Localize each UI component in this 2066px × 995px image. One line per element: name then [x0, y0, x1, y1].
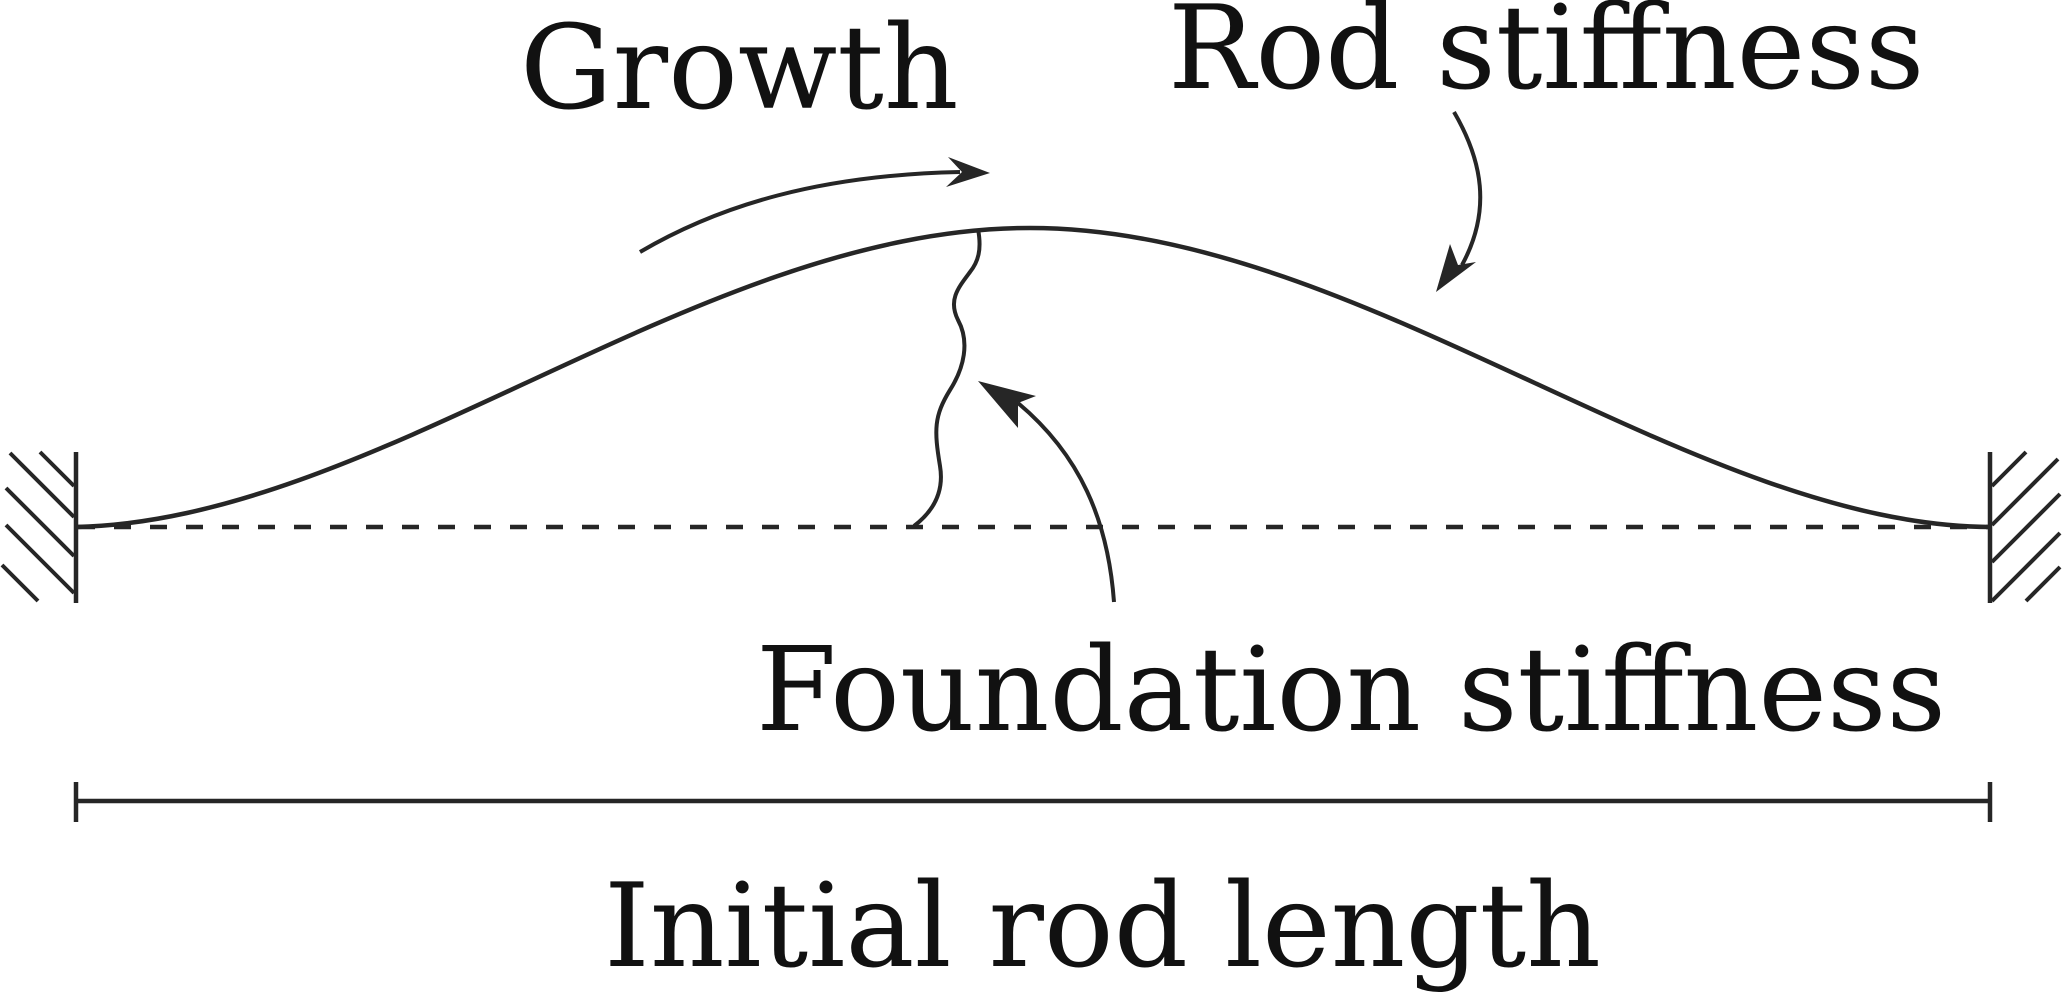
- left-clamp: [0, 450, 79, 603]
- foundation-stiffness-arrow: [978, 381, 1116, 603]
- right-clamp: [1987, 450, 2062, 603]
- growth-arrow: [638, 157, 990, 254]
- rod-stiffness-label: Rod stiffness: [1168, 0, 1924, 116]
- buckled-rod-curve: [75, 225, 1991, 530]
- left-clamp-hatching: [0, 450, 76, 603]
- rod-stiffness-arrow: [1436, 110, 1483, 292]
- rod-stiffness-arrowhead: [1436, 244, 1476, 292]
- foundation-stiffness-arrowhead: [978, 381, 1036, 428]
- length-dimension: [73, 782, 1993, 822]
- growth-arrowhead: [946, 157, 990, 187]
- foundation-stiffness-label: Foundation stiffness: [756, 623, 1946, 758]
- growth-label: Growth: [520, 1, 959, 136]
- foundation-spring: [912, 228, 982, 528]
- right-clamp-hatching: [1990, 450, 2062, 603]
- initial-rod-length-label: Initial rod length: [604, 859, 1601, 994]
